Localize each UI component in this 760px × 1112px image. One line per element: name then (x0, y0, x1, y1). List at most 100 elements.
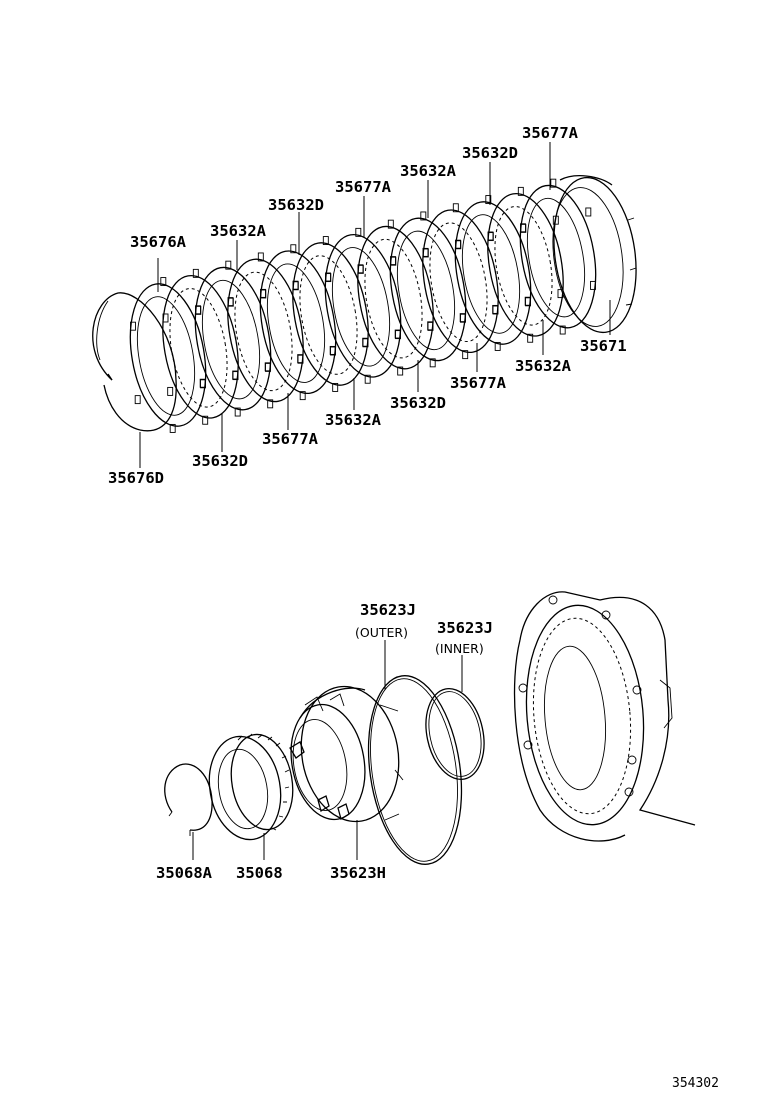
clutch-plate-tab (260, 288, 266, 298)
clutch-plate-inner-edge (234, 271, 293, 392)
clutch-plate-tab (394, 329, 401, 339)
clutch-plate (194, 266, 272, 411)
clutch-plate-tab (195, 305, 201, 315)
clutch-plate-tab (422, 247, 429, 257)
clutch-plate-tab (462, 350, 469, 360)
clutch-plate-tab (357, 264, 364, 274)
label-35068: 35068 (236, 864, 283, 882)
clutch-plate-tab (292, 280, 299, 290)
label-35676a: 35676A (130, 233, 187, 251)
label-35677a-bottom: 35677A (262, 430, 319, 448)
clutch-plate-tab (487, 231, 494, 241)
clutch-plate-tab (225, 260, 232, 270)
clutch-plate (129, 283, 207, 427)
label-35677a-mid: 35677A (335, 178, 392, 196)
clutch-plate (259, 250, 337, 395)
clutch-plate (487, 192, 564, 337)
label-35676d: 35676D (108, 469, 164, 487)
return-spring-35068 (208, 733, 294, 841)
clutch-plate-tab (199, 378, 206, 388)
clutch-plate-inner-edge (364, 238, 423, 359)
o-ring-inner-35623j (425, 687, 485, 781)
clutch-drum-35671 (552, 175, 637, 334)
clutch-pack-assembly: 35677A 35632D 35632A 35677A 35632D 35632… (92, 124, 637, 487)
clutch-plate-tab (299, 391, 306, 401)
clutch-plate-tab (160, 277, 167, 287)
clutch-plate-tab (559, 325, 566, 335)
clutch-plate-tab (527, 333, 534, 343)
clutch-plate-inner-edge (331, 247, 391, 367)
lower-assembly: 35623J (OUTER) 35623J (INNER) 35068A 350… (156, 591, 696, 882)
clutch-plate-tab (257, 252, 264, 262)
clutch-plate-tab (232, 370, 239, 380)
clutch-plate-tab (234, 407, 241, 417)
clutch-plate-tab (227, 297, 234, 307)
clutch-plate-tab (590, 280, 596, 290)
clutch-plate-tab (322, 236, 329, 246)
clutch-plate-inner-edge (266, 263, 326, 383)
clutch-plate-tab (297, 354, 304, 364)
clutch-plate-inner-edge (169, 288, 228, 408)
clutch-plate-tab (492, 304, 499, 314)
clutch-plate-inner-edge (299, 255, 358, 375)
clutch-plate-tab (517, 186, 524, 196)
label-35632d-bottom: 35632D (192, 452, 248, 470)
clutch-plate-inner-edge (396, 230, 456, 351)
leader-lines (139, 142, 611, 468)
clutch-plate-tab (520, 223, 526, 233)
clutch-plate (324, 233, 402, 378)
label-35632a-mid: 35632A (210, 222, 267, 240)
clutch-plate-tab (387, 219, 394, 229)
clutch-plate (227, 258, 304, 403)
o-ring-outer-35623j (367, 675, 463, 865)
clutch-plate (389, 217, 467, 362)
note-inner: (INNER) (435, 641, 484, 656)
clutch-plate-tab (397, 366, 404, 376)
clutch-plate-tab (452, 203, 459, 213)
label-35068a: 35068A (156, 864, 213, 882)
clutch-plate-tab (134, 395, 141, 405)
clutch-plate-tab (167, 386, 174, 396)
clutch-plate-tab (267, 399, 274, 409)
clutch-plate-tab (459, 313, 466, 323)
clutch-plate-inner-edge (494, 206, 553, 326)
label-35677a-top: 35677A (522, 124, 579, 142)
clutch-plate-inner-edge (201, 279, 261, 400)
label-35677a-low: 35677A (450, 374, 507, 392)
clutch-plate-tab (455, 239, 461, 249)
label-35632d-low: 35632D (390, 394, 446, 412)
label-35632d-mid: 35632D (268, 196, 324, 214)
clutch-plate-tab (290, 244, 297, 254)
clutch-plate-tab (202, 415, 209, 425)
clutch-plate-inner-edge (429, 222, 488, 342)
clutch-plates (129, 178, 597, 433)
clutch-plate (519, 184, 597, 329)
clutch-plate-tab (524, 296, 531, 306)
clutch-plate (422, 209, 499, 354)
snap-ring-35676d (92, 292, 177, 432)
note-outer: (OUTER) (355, 625, 408, 640)
clutch-plate (292, 242, 369, 386)
clutch-plate-tab (390, 256, 396, 266)
label-35632d-top: 35632D (462, 144, 518, 162)
clutch-plate-tab (192, 268, 199, 278)
clutch-plate-tab (364, 374, 371, 384)
label-35623j-inner: 35623J (437, 619, 493, 637)
clutch-plate-tab (362, 337, 369, 347)
label-35632a-low: 35632A (325, 411, 382, 429)
clutch-plate-tab (130, 321, 136, 331)
clutch-plate-tab (420, 211, 427, 221)
clutch-plate-inner-edge (526, 197, 586, 318)
clutch-plate-inner-edge (136, 296, 196, 416)
clutch-plate-tab (585, 207, 592, 217)
clutch-plate-tab (264, 362, 271, 372)
label-35623j-outer: 35623J (360, 601, 416, 619)
clutch-plate-tab (429, 358, 436, 368)
clutch-plate-tab (550, 178, 557, 188)
clutch-plate-tab (332, 382, 339, 392)
clutch-plate-inner-edge (461, 214, 521, 334)
clutch-plate-tab (355, 227, 362, 237)
label-35671: 35671 (580, 337, 627, 355)
diagram-number: 354302 (672, 1076, 719, 1091)
